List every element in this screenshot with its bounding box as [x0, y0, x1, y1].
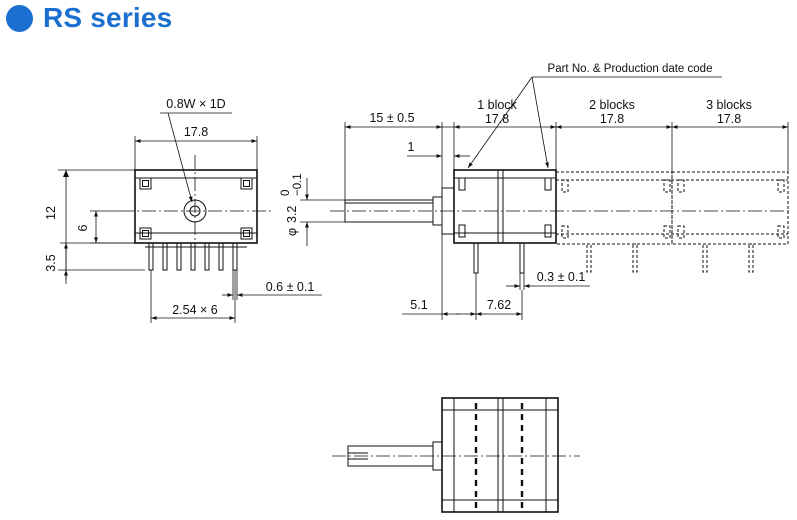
front-pins — [145, 242, 247, 271]
front-view: 17.8 0.8W × 1D 12 6 3.5 2.54 × 6 0.6 ± 0… — [44, 97, 322, 323]
bottom-body-outline — [441, 397, 559, 513]
block2-value: 17.8 — [600, 112, 624, 126]
side-body-1block — [453, 169, 557, 244]
block3-value: 17.8 — [717, 112, 741, 126]
block1-title: 1 block — [477, 98, 517, 112]
front-body-outline — [134, 169, 258, 244]
page-title: RS series — [43, 2, 173, 33]
shaft-dia-tol-lower: −0.1 — [292, 173, 304, 196]
shaft-dia-symbol: φ — [285, 228, 299, 236]
block2-title: 2 blocks — [589, 98, 635, 112]
front-height-label: 12 — [44, 206, 58, 220]
side-view: 15 ± 0.5 1 block 17.8 2 blocks 17.8 3 bl… — [280, 63, 790, 320]
front-width-label: 17.8 — [184, 125, 208, 139]
bottom-view — [332, 397, 580, 513]
pin-pitch-label: 7.62 — [487, 298, 511, 312]
shaft-length-label: 15 ± 0.5 — [369, 111, 414, 125]
flat-label: 1 — [408, 140, 415, 154]
shaft-height-label: 6 — [76, 224, 90, 231]
pitch-label: 2.54 × 6 — [172, 303, 218, 317]
block3-title: 3 blocks — [706, 98, 752, 112]
shaft-dia-tol-upper: 0 — [280, 190, 292, 196]
pin-thickness-label: 0.3 ± 0.1 — [537, 270, 586, 284]
pin-width-label: 0.6 ± 0.1 — [266, 280, 315, 294]
part-no-label: Part No. & Production date code — [548, 63, 713, 75]
bullet-icon — [6, 4, 33, 32]
pin-length-label: 3.5 — [44, 254, 58, 271]
extra-blocks-dashed — [555, 171, 789, 273]
offset-label: 5.1 — [410, 298, 427, 312]
shaft-dia-value: 3.2 — [285, 206, 299, 223]
block1-value: 17.8 — [485, 112, 509, 126]
section-heading: RS series — [6, 0, 172, 36]
rating-label: 0.8W × 1D — [166, 97, 225, 111]
